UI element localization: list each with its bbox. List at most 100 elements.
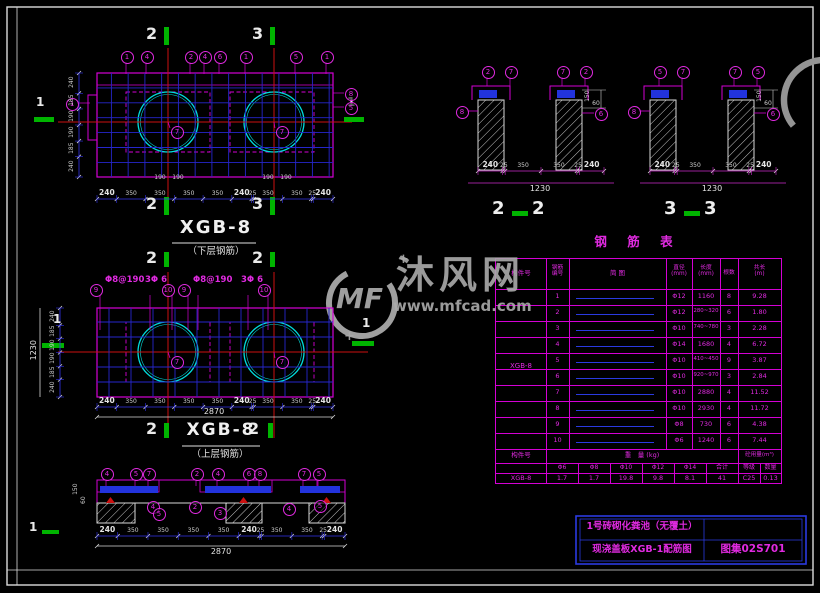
dim-label: 350 [125, 190, 137, 197]
dim-label: 25 [500, 162, 508, 169]
table-line [496, 401, 781, 402]
dim-60: 60 [592, 100, 600, 107]
bar-number: 5 [555, 356, 560, 364]
section-label-2-2: 2 [492, 198, 505, 219]
section-mark-3: 3 [252, 24, 264, 43]
bar-total-length: 9.28 [752, 292, 767, 300]
rebar-callout: 8 [455, 105, 469, 119]
summary-sub-header: Φ8 [589, 464, 599, 471]
bar-quantity: 6 [726, 420, 732, 428]
rebar-callout: 6 [766, 107, 780, 121]
table-line [496, 385, 781, 386]
rebar-callout: 5 [289, 50, 303, 64]
dim-label: 240 [233, 188, 250, 197]
bar-length: 1240 [697, 436, 715, 444]
bar-quantity: 4 [726, 340, 732, 348]
section-mark-2: 2 [146, 419, 158, 438]
plus-sparkle-icon: + [398, 252, 409, 267]
dim-label: 350 [125, 398, 137, 405]
dim-total: 1230 [701, 184, 723, 193]
rebar-callout: 5 [312, 467, 326, 481]
col-header-qty: 根数 [723, 270, 735, 276]
rebar-callout: 4 [100, 467, 114, 481]
table-line [738, 449, 739, 483]
line [167, 351, 171, 359]
bar-length: 920~970 [693, 372, 719, 378]
plan1-subtitle: （下层钢筋） [187, 246, 245, 257]
table-line [496, 321, 781, 322]
dim-label: 350 [127, 527, 139, 534]
bar-number: 7 [555, 388, 560, 396]
summary-sub-header: Φ14 [683, 464, 697, 471]
bar-total-length: 1.80 [752, 308, 767, 316]
dim-label: 350 [271, 527, 283, 534]
bar-diameter: Φ10 [672, 404, 686, 412]
dim-label: 350 [211, 190, 224, 197]
table-line [642, 463, 643, 483]
bar-sketch [576, 442, 654, 443]
table-line [738, 259, 739, 449]
dim-label: 350 [182, 190, 195, 197]
bar-quantity: 8 [726, 292, 732, 300]
bar-sketch [576, 314, 654, 315]
bar-quantity: 3 [726, 324, 732, 332]
bar-diameter: Φ8 [674, 420, 684, 428]
bar-quantity: 6 [726, 436, 732, 444]
bar-length: 1680 [697, 340, 715, 348]
frame-border [6, 6, 814, 586]
rebar-callout: 10 [257, 283, 271, 297]
bar-quantity: 6 [726, 308, 732, 316]
rebar-callout: 8 [627, 105, 641, 119]
bar-diameter: Φ12 [672, 292, 686, 300]
rebar-callout: 7 [504, 65, 518, 79]
table-line [496, 417, 781, 418]
bar-quantity: 4 [726, 388, 732, 396]
dim-label: 240 [67, 160, 75, 172]
rebar-callout: 2 [579, 65, 593, 79]
line [273, 121, 276, 129]
bar-total-length: 11.72 [750, 404, 769, 412]
rebar-callout: 9 [177, 283, 191, 297]
bar-sketch [576, 330, 654, 331]
rebar-callout: 7 [297, 467, 311, 481]
title-block-border [575, 515, 807, 565]
dim-label: 240 [583, 160, 600, 169]
summary-sub-header: Φ12 [651, 464, 665, 471]
dim-label: 350 [553, 162, 565, 169]
table-line [546, 449, 547, 483]
section-linework [467, 85, 606, 171]
dim-label: 190 [154, 174, 166, 181]
rebar-callout: 1 [120, 50, 134, 64]
summary-sub-header: Φ6 [557, 464, 567, 471]
table-line [666, 259, 667, 449]
rebar-callout: 9 [89, 283, 103, 297]
bar-length: 740~780 [693, 324, 719, 330]
rebar-callout: 4 [211, 467, 225, 481]
dim-label: 350 [262, 398, 274, 405]
titleblock-project: 1号砖砌化粪池（无覆土） [586, 521, 698, 532]
plan2-subtitle: （上层钢筋） [191, 449, 249, 460]
dim-label: 25 [319, 527, 327, 534]
summary-sub-header: Φ10 [619, 464, 633, 471]
section-mark-2: 2 [146, 194, 158, 213]
bar-total-length: 11.52 [750, 388, 769, 396]
table-line [496, 369, 781, 370]
rebar-spacing-label: 3Φ 6 [241, 275, 264, 285]
dim-label: 350 [689, 162, 701, 169]
line [330, 414, 336, 420]
dim-label: 25 [256, 527, 265, 534]
section-mark-1: 1 [36, 95, 45, 109]
rebar-table-title: 钢 筋 表 [594, 234, 681, 249]
rebar-callout: 7 [676, 65, 690, 79]
bar-total-length: 3.87 [752, 356, 767, 364]
col-header-bar-no: 钢筋 编号 [551, 265, 564, 278]
section-mark-2: 2 [248, 419, 260, 438]
summary-concrete-header: 砼用量(m³) [745, 452, 774, 458]
rebar-callout: 5 [152, 507, 166, 521]
bar-total-length: 6.72 [752, 340, 767, 348]
section-mark-1: 1 [29, 520, 38, 534]
dim-label: 25 [248, 190, 257, 197]
line [167, 121, 171, 129]
dim-label: 190 [262, 174, 274, 181]
